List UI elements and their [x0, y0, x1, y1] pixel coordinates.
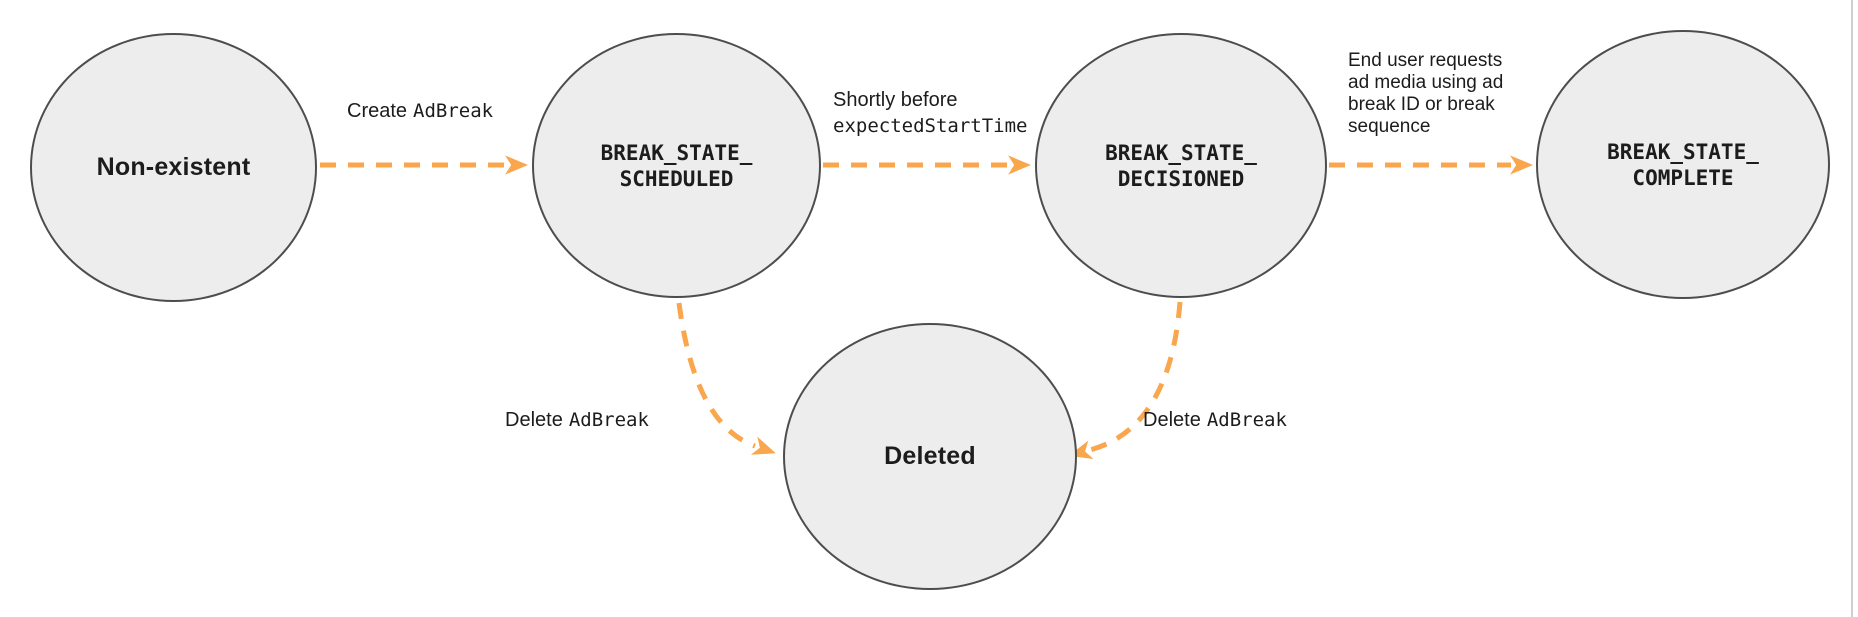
page-right-border — [1851, 0, 1853, 617]
edge-label-text: Shortly before — [833, 89, 958, 111]
state-label-break-state-complete: BREAK_STATE_ COMPLETE — [1607, 139, 1759, 191]
state-label-line: SCHEDULED — [619, 166, 734, 191]
edge-label-code: expectedStartTime — [833, 115, 1028, 137]
edge-label-text: Delete — [1143, 409, 1201, 431]
edge-label-text: Create — [347, 100, 408, 122]
state-node-break-state-decisioned: BREAK_STATE_ DECISIONED — [1035, 33, 1327, 298]
edge-label-line: break ID or break — [1348, 94, 1495, 115]
edge-label-line: sequence — [1348, 116, 1431, 137]
state-label-line: BREAK_STATE_ — [1607, 139, 1759, 164]
state-node-deleted: Deleted — [783, 323, 1077, 590]
edge-label-text: Delete — [505, 409, 563, 431]
state-label-non-existent: Non-existent — [96, 153, 251, 181]
state-label-line: BREAK_STATE_ — [600, 140, 753, 165]
state-label-deleted: Deleted — [884, 442, 976, 470]
state-label-line: BREAK_STATE_ — [1105, 140, 1257, 165]
state-label-line: DECISIONED — [1117, 166, 1245, 191]
arrow-delete-adbreak-left — [676, 302, 776, 455]
state-node-non-existent: Non-existent — [30, 33, 317, 302]
edge-label-shortly-before: Shortly before expectedStartTime — [833, 87, 1027, 139]
state-node-break-state-scheduled: BREAK_STATE_ SCHEDULED — [532, 33, 821, 298]
edge-label-code: AdBreak — [568, 409, 649, 431]
state-label-break-state-decisioned: BREAK_STATE_ DECISIONED — [1105, 140, 1257, 192]
edge-label-end-user-request: End user requests ad media using ad brea… — [1348, 50, 1503, 138]
arrow-delete-adbreak-right — [1068, 301, 1183, 459]
edge-label-code: AdBreak — [1206, 409, 1287, 431]
state-label-break-state-scheduled: BREAK_STATE_ SCHEDULED — [601, 140, 753, 192]
edge-label-line: ad media using ad — [1348, 72, 1504, 93]
state-label-line: COMPLETE — [1632, 165, 1734, 190]
state-node-break-state-complete: BREAK_STATE_ COMPLETE — [1536, 30, 1830, 299]
edge-label-code: AdBreak — [413, 100, 494, 122]
edge-label-line: End user requests — [1348, 50, 1503, 71]
